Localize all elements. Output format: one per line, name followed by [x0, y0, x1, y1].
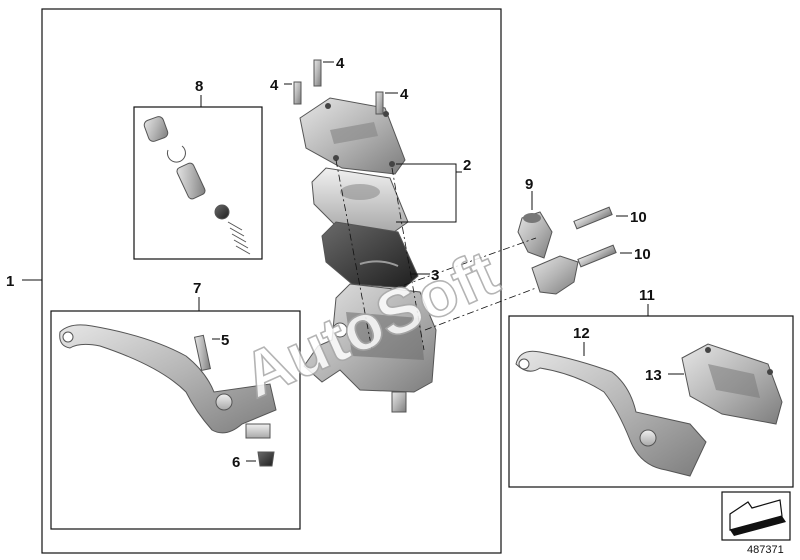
reservoir-cover	[299, 97, 406, 175]
callout-9: 9	[525, 176, 533, 193]
handlebar-clamp	[517, 206, 617, 295]
callout-8: 8	[195, 78, 203, 95]
callout-4a: 4	[336, 55, 345, 72]
reference-number: 487371	[747, 544, 784, 556]
repair-kit-parts	[143, 116, 251, 255]
callout-13: 13	[645, 367, 662, 384]
accessory-kit-box	[508, 315, 794, 488]
brake-lever	[59, 324, 277, 467]
callout-11: 11	[639, 287, 655, 304]
callout-1: 1	[6, 273, 14, 290]
alternative-reservoir-cover	[681, 343, 783, 425]
callout-3: 3	[431, 267, 439, 284]
callout-7: 7	[193, 280, 201, 297]
callout-10b: 10	[634, 246, 651, 263]
callout-4b: 4	[270, 77, 279, 94]
leader-2	[396, 163, 457, 223]
reservoir-gasket	[321, 221, 419, 289]
reservoir-diaphragm	[311, 167, 409, 233]
callout-5: 5	[221, 332, 229, 349]
main-assembly-frame	[41, 8, 502, 554]
repair-kit-box	[133, 106, 263, 260]
alternative-lever	[515, 350, 707, 477]
callout-12: 12	[573, 325, 590, 342]
next-page-arrow-icon[interactable]	[721, 491, 791, 541]
callout-2: 2	[463, 157, 471, 174]
callout-10a: 10	[630, 209, 647, 226]
callout-4c: 4	[400, 86, 409, 103]
cover-screws	[293, 59, 384, 115]
lever-assembly-box	[50, 310, 301, 530]
callout-6: 6	[232, 454, 240, 471]
